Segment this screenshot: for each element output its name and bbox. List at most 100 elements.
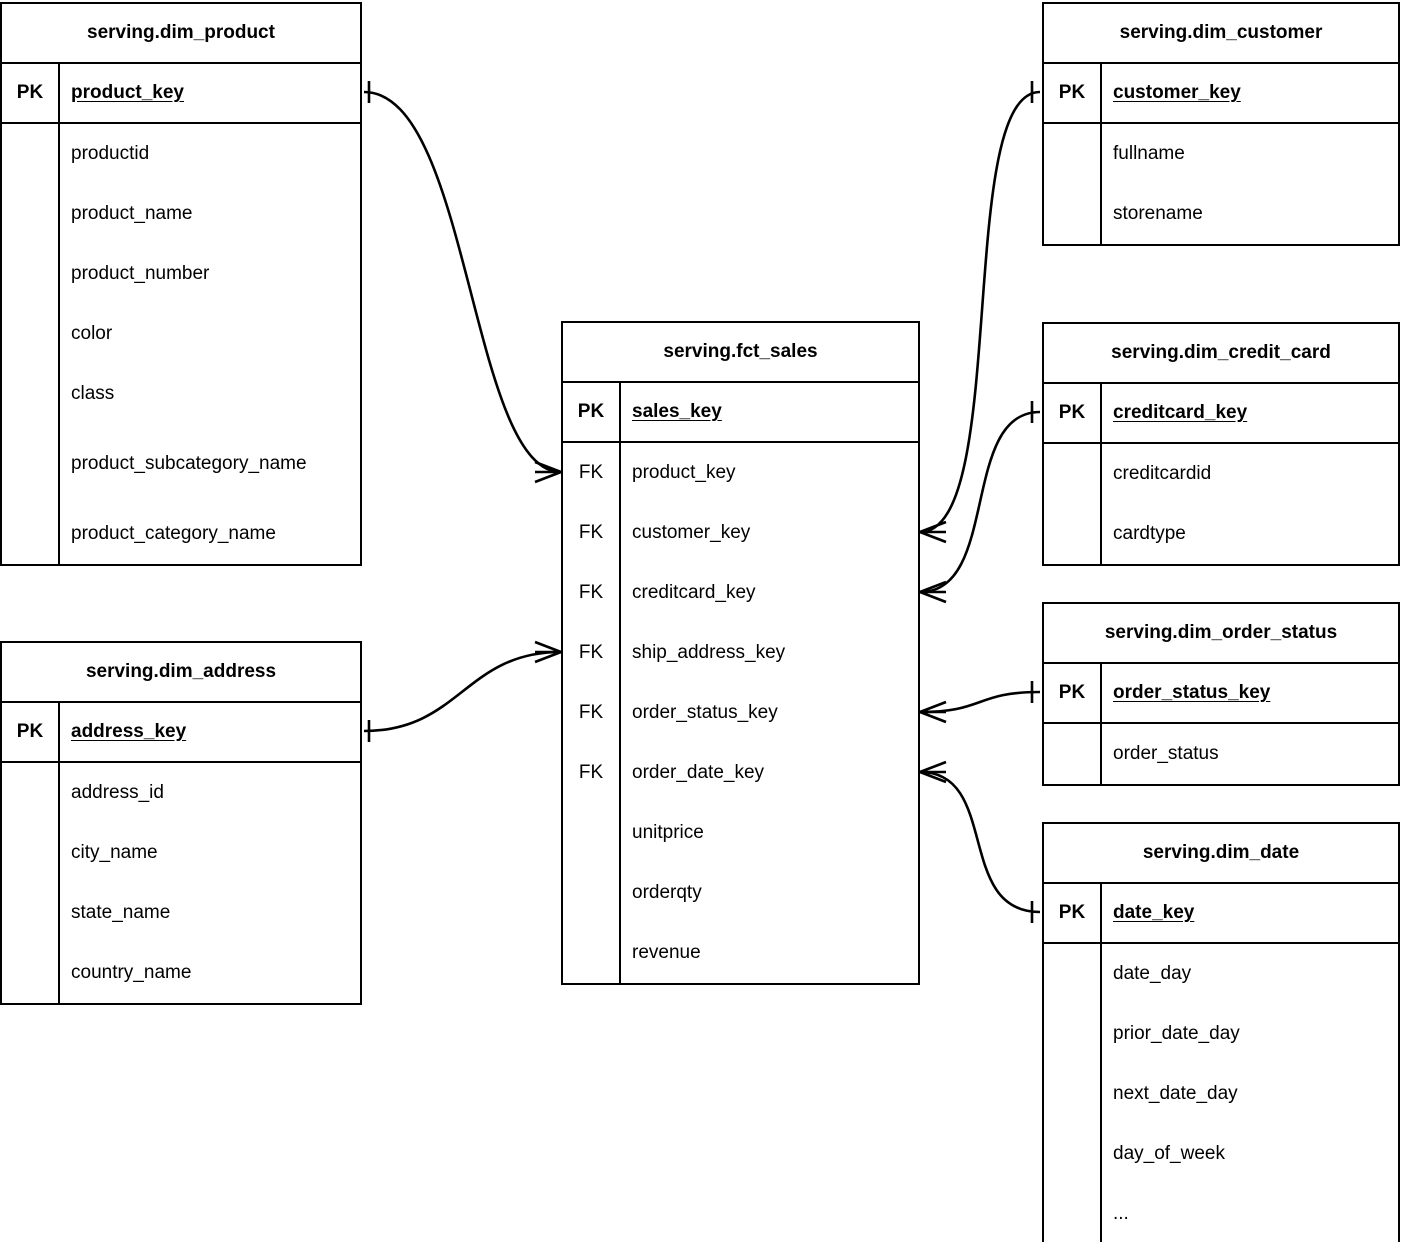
pk-tag: PK [1044,884,1102,942]
entity-title-dim-credit-card: serving.dim_credit_card [1044,324,1398,384]
field-customer-key: customer_key [632,522,751,543]
entity-fct-sales[interactable]: serving.fct_sales PK sales_key FK FK FK … [561,321,920,985]
pk-field-sales-key: sales_key [632,401,722,422]
field-tag [1044,444,1100,504]
field-tag [563,923,619,983]
field-tag [2,364,58,424]
field-product-key: product_key [632,462,736,483]
field-column: creditcardid cardtype [1102,444,1398,564]
field-list-dim-product: productid product_name product_number co… [2,124,360,564]
field-country-name: country_name [71,962,192,983]
entity-title-dim-product: serving.dim_product [2,4,360,64]
field-tag [1044,1064,1100,1124]
field-city-name: city_name [71,842,158,863]
field-productid: productid [71,143,150,164]
field-product-category-name: product_category_name [71,523,276,544]
field-tag [2,124,58,184]
field-list-fct-sales: FK FK FK FK FK FK product_key customer_k… [563,443,918,983]
field-list-dim-customer: fullname storename [1044,124,1398,244]
field-tag [1044,184,1100,244]
field-tag [563,863,619,923]
field-list-dim-credit-card: creditcardid cardtype [1044,444,1398,564]
field-address-id: address_id [71,782,164,803]
field-column: address_id city_name state_name country_… [60,763,360,1003]
pk-field-date-key: date_key [1113,902,1195,923]
pk-field-address-key: address_key [71,721,187,742]
field-revenue: revenue [632,942,701,963]
field-tag [2,484,58,544]
crowfoot-product [534,460,562,484]
tag-column [2,124,60,564]
pk-tag: PK [1044,384,1102,442]
field-storename: storename [1113,203,1203,224]
field-tag [1044,504,1100,564]
field-tag [2,943,58,1003]
entity-dim-order-status[interactable]: serving.dim_order_status PK order_status… [1042,602,1400,786]
pk-tag: PK [563,383,621,441]
tag-column: FK FK FK FK FK FK [563,443,621,983]
field-tag [1044,1184,1100,1242]
field-ellipsis: ... [1113,1203,1129,1224]
entity-title-dim-order-status: serving.dim_order_status [1044,604,1398,664]
pk-field-customer-key: customer_key [1113,82,1241,103]
entity-title-fct-sales: serving.fct_sales [563,323,918,383]
field-state-name: state_name [71,902,171,923]
field-unitprice: unitprice [632,822,704,843]
field-tag-fk: FK [578,522,604,543]
field-cardtype: cardtype [1113,523,1186,544]
field-tag [2,304,58,364]
crowfoot-creditcard [919,580,947,604]
tag-column [1044,944,1102,1242]
pk-row-dim-address: PK address_key [2,703,360,763]
field-tag-fk: FK [578,462,604,483]
field-product-name: product_name [71,203,193,224]
field-tag [2,244,58,304]
edge-sales-to-date [919,770,1041,914]
entity-title-dim-date: serving.dim_date [1044,824,1398,884]
field-tag [1044,724,1100,784]
field-tag [1044,944,1100,1004]
tag-column [1044,124,1102,244]
field-column: fullname storename [1102,124,1398,244]
field-date-day: date_day [1113,963,1192,984]
field-class: class [71,383,115,404]
crowfoot-address [534,640,562,664]
field-list-dim-order-status: order_status [1044,724,1398,784]
field-column: product_key customer_key creditcard_key … [621,443,918,983]
pk-row-fct-sales: PK sales_key [563,383,918,443]
entity-title-dim-customer: serving.dim_customer [1044,4,1398,64]
entity-dim-date[interactable]: serving.dim_date PK date_key date_day pr… [1042,822,1400,1242]
field-tag-fk: FK [578,642,604,663]
entity-dim-customer[interactable]: serving.dim_customer PK customer_key ful… [1042,2,1400,246]
field-tag [2,424,58,484]
pk-row-dim-credit-card: PK creditcard_key [1044,384,1398,444]
field-order-status: order_status [1113,743,1219,764]
pk-tag: PK [1044,664,1102,722]
pk-row-dim-product: PK product_key [2,64,360,124]
pk-row-dim-customer: PK customer_key [1044,64,1398,124]
field-color: color [71,323,113,344]
crowfoot-date [919,760,947,784]
entity-dim-address[interactable]: serving.dim_address PK address_key addre… [0,641,362,1005]
edge-sales-to-creditcard [919,410,1041,594]
field-column: order_status [1102,724,1398,784]
tag-column [2,763,60,1003]
field-tag [2,823,58,883]
field-orderqty: orderqty [632,882,702,903]
edge-product-to-sales [363,90,562,474]
pk-row-dim-order-status: PK order_status_key [1044,664,1398,724]
field-tag [1044,1124,1100,1184]
field-tag [1044,1004,1100,1064]
pk-tag: PK [1044,64,1102,122]
entity-dim-product[interactable]: serving.dim_product PK product_key produ… [0,2,362,566]
pk-row-dim-date: PK date_key [1044,884,1398,944]
field-fullname: fullname [1113,143,1185,164]
field-creditcard-key: creditcard_key [632,582,756,603]
crowfoot-orderstatus [919,700,947,724]
field-column: productid product_name product_number co… [60,124,360,564]
field-order-status-key: order_status_key [632,702,778,723]
edge-address-to-sales [363,650,562,733]
entity-dim-credit-card[interactable]: serving.dim_credit_card PK creditcard_ke… [1042,322,1400,566]
field-product-number: product_number [71,263,210,284]
